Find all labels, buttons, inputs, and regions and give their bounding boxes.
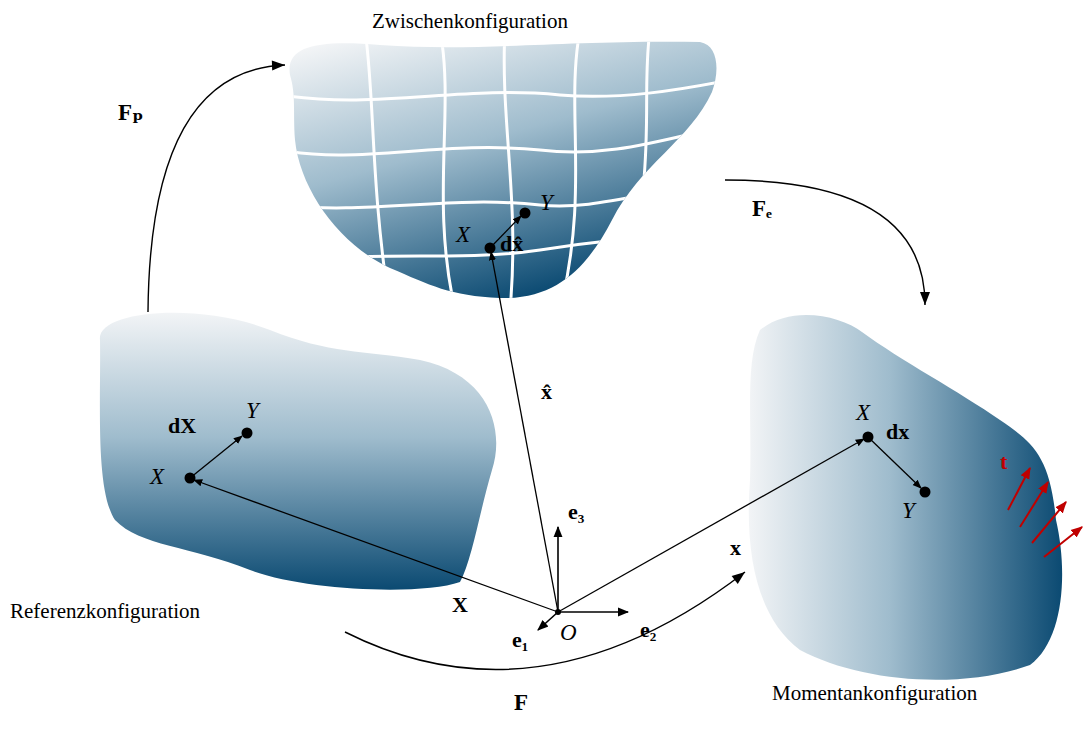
position-vector: [491, 252, 558, 612]
point-label: Y: [246, 398, 259, 423]
mapping-label: Fₑ: [752, 196, 772, 221]
vector-label: e₁: [512, 628, 528, 652]
configuration-shape: [285, 6, 725, 306]
line-element: [868, 437, 921, 488]
vector-label: x̂: [541, 380, 552, 404]
vector-label: x: [730, 536, 741, 560]
configuration-shape: [6, 312, 506, 632]
vector-label: e₂: [640, 618, 656, 642]
point-label: Y: [540, 190, 553, 215]
material-points: [185, 208, 931, 616]
mapping-arrow: [345, 572, 745, 670]
line-element: [490, 216, 521, 248]
basis-vector: [558, 611, 628, 613]
configuration-title: Referenzkonfiguration: [10, 600, 200, 623]
mapping-label: F: [514, 690, 528, 715]
mapping-arrow: [148, 60, 285, 312]
position-vector: [194, 480, 558, 612]
line-element: [190, 436, 242, 478]
vector-label: X: [452, 593, 468, 617]
mapping-label: Fₚ: [118, 100, 144, 125]
configuration-title: Zwischenkonfiguration: [372, 10, 568, 33]
vector-label: e₃: [568, 500, 584, 524]
point-label: dx̂: [500, 232, 523, 256]
vector-label: O: [560, 620, 577, 645]
mapping-arrow: [725, 180, 930, 305]
position-vector: [558, 439, 864, 612]
point-label: dx: [886, 420, 909, 444]
configuration-region: Momentankonfiguration X Ydx: [745, 305, 1077, 709]
point-label: X: [856, 400, 870, 425]
configuration-region: Referenzkonfiguration X YdX: [6, 312, 506, 632]
basis-vector: [557, 527, 559, 612]
basis-vector: [538, 612, 558, 630]
traction-arrows: [1008, 468, 1082, 557]
point-label: Y: [902, 498, 915, 523]
vector-label: t: [1000, 450, 1007, 474]
point-label: X: [456, 222, 470, 247]
point-label: dX: [168, 414, 196, 438]
configuration-region: ZwischenkonfigurationX Ydx̂: [285, 6, 725, 306]
configuration-title: Momentankonfiguration: [772, 682, 977, 705]
point-label: X: [150, 464, 164, 489]
